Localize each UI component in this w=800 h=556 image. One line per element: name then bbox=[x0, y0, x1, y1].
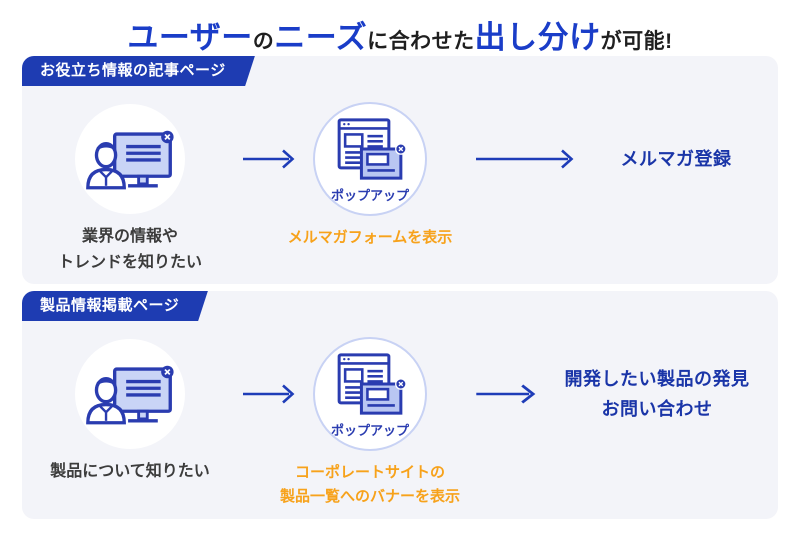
actor-cell: 製品について知りたい bbox=[22, 335, 238, 485]
section-ribbon: お役立ち情報の記事ページ bbox=[22, 56, 236, 86]
section-product-info-page: 製品情報掲載ページ 製品について知りたい ポップアップ コーポレ bbox=[22, 291, 778, 519]
popup-cell: ポップアップ メルマガフォームを表示 bbox=[288, 100, 452, 250]
user-monitor-icon bbox=[75, 104, 185, 214]
flow-arrow-icon bbox=[474, 335, 536, 453]
popup-window-icon: ポップアップ bbox=[313, 337, 427, 451]
actor-caption: 業界の情報や トレンドを知りたい bbox=[57, 228, 202, 271]
outcome-text: 開発したい製品の発見 お問い合わせ bbox=[564, 369, 750, 419]
actor-caption: 製品について知りたい bbox=[50, 463, 210, 480]
title-segment: ユーザー bbox=[127, 20, 253, 55]
title-segment: の bbox=[252, 30, 275, 53]
user-monitor-icon bbox=[75, 339, 185, 449]
popup-window-icon: ポップアップ bbox=[313, 102, 427, 216]
flow-arrow-icon bbox=[474, 100, 574, 218]
flow-row: 業界の情報や トレンドを知りたい ポップアップ メルマガフォームを表示 メルマガ… bbox=[22, 100, 778, 276]
title-segment: 出し分け bbox=[474, 20, 601, 55]
actor-cell: 業界の情報や トレンドを知りたい bbox=[22, 100, 238, 276]
popup-caption: メルマガフォームを表示 bbox=[287, 229, 453, 246]
title-segment: が可能! bbox=[600, 30, 673, 53]
popup-cell: ポップアップ コーポレートサイトの 製品一覧へのバナーを表示 bbox=[280, 335, 460, 509]
popup-label: ポップアップ bbox=[330, 187, 409, 203]
flow-arrow-icon bbox=[238, 335, 298, 453]
section-ribbon: 製品情報掲載ページ bbox=[22, 291, 190, 321]
flow-row: 製品について知りたい ポップアップ コーポレートサイトの 製品一覧へのバナーを表… bbox=[22, 335, 778, 509]
section-helpful-article-page: お役立ち情報の記事ページ 業界の情報や トレンドを知りたい ポップアップ bbox=[22, 56, 778, 284]
page-title: ユーザー の ニーズ に合わせた 出し分け が可能! bbox=[0, 12, 800, 56]
popup-label: ポップアップ bbox=[330, 422, 409, 438]
outcome-text: メルマガ登録 bbox=[620, 149, 732, 169]
title-segment: に合わせた bbox=[367, 30, 475, 53]
popup-caption: コーポレートサイトの 製品一覧へのバナーを表示 bbox=[280, 464, 461, 505]
title-segment: ニーズ bbox=[274, 20, 368, 55]
flow-arrow-icon bbox=[238, 100, 298, 218]
